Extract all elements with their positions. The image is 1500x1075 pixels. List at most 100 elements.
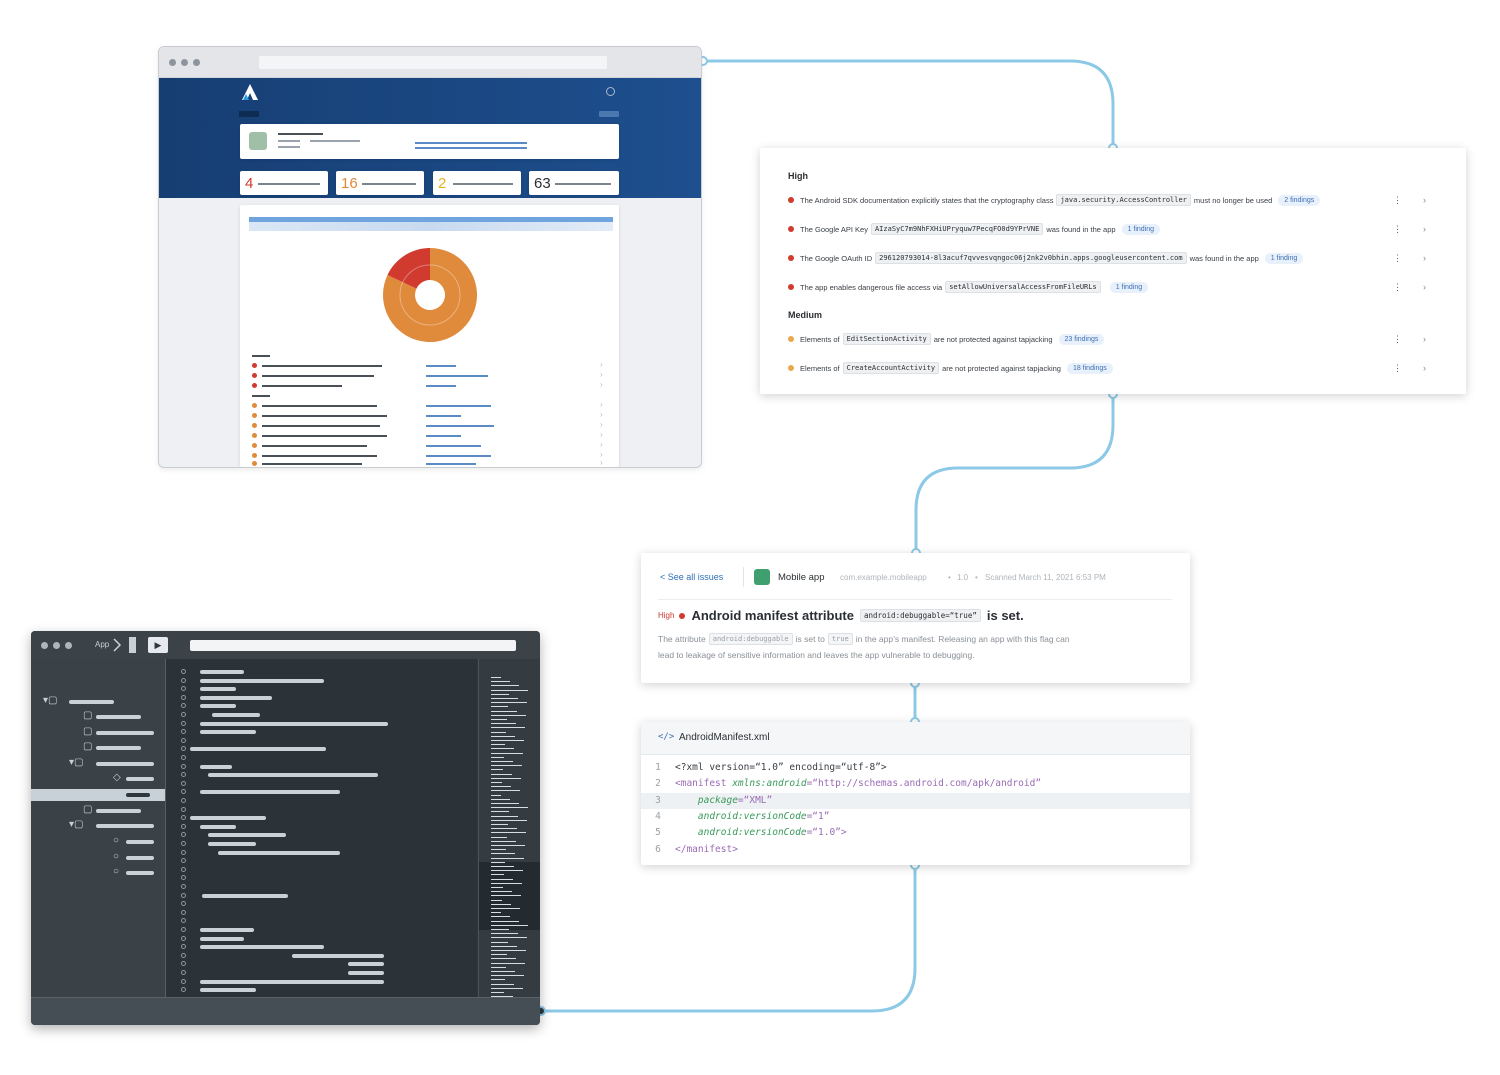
add-button[interactable] bbox=[599, 111, 619, 117]
findings-badge[interactable]: 1 finding bbox=[1121, 223, 1161, 235]
tree-item-selected[interactable] bbox=[31, 789, 165, 801]
stat-card-info[interactable]: 63 bbox=[529, 171, 619, 195]
code-line[interactable]: 6</manifest> bbox=[641, 842, 1190, 858]
tree-item[interactable] bbox=[69, 700, 114, 704]
tree-item-icon[interactable]: ▢ bbox=[83, 804, 93, 815]
see-all-issues-link[interactable]: < See all issues bbox=[660, 572, 724, 582]
window-dot-icon[interactable] bbox=[169, 59, 176, 66]
window-dot-icon[interactable] bbox=[193, 59, 200, 66]
code-editor[interactable] bbox=[166, 659, 477, 997]
tree-item-icon[interactable]: ▾▢ bbox=[43, 695, 58, 706]
more-options-icon[interactable]: ⋮ bbox=[1393, 252, 1402, 263]
code-line[interactable]: 5 android:versionCode=“1.0”> bbox=[641, 825, 1190, 841]
breadcrumb[interactable]: App bbox=[95, 640, 110, 649]
tree-item-icon[interactable]: ▢ bbox=[83, 741, 93, 752]
tree-item-icon[interactable]: ○ bbox=[113, 835, 120, 846]
tree-item[interactable] bbox=[96, 746, 141, 750]
tree-item-icon[interactable]: ◇ bbox=[113, 772, 121, 783]
line-number: 6 bbox=[655, 843, 661, 855]
code-line[interactable]: 1<?xml version=“1.0” encoding=“utf-8”> bbox=[641, 760, 1190, 776]
chevron-right-icon[interactable]: › bbox=[1423, 282, 1426, 292]
tree-item[interactable] bbox=[126, 856, 154, 860]
settings-icon[interactable] bbox=[606, 87, 615, 96]
chevron-right-icon[interactable]: › bbox=[1423, 224, 1426, 234]
app-name: Mobile app bbox=[778, 572, 825, 583]
tree-item[interactable] bbox=[96, 824, 154, 828]
ide-window: App ▶ ▾▢ ▢ ▢ ▢ ▾▢ ◇ ▢ ▾▢ ○ ○ ○ bbox=[31, 631, 540, 1025]
tree-item-icon[interactable]: ○ bbox=[113, 851, 120, 862]
file-name[interactable]: AndroidManifest.xml bbox=[679, 732, 770, 743]
ide-search-bar[interactable] bbox=[190, 640, 516, 651]
window-dot-icon[interactable] bbox=[41, 642, 48, 649]
stat-card-low[interactable]: 2 bbox=[433, 171, 521, 195]
more-options-icon[interactable]: ⋮ bbox=[1393, 281, 1402, 292]
findings-badge[interactable]: 18 findings bbox=[1066, 362, 1113, 374]
minimap[interactable] bbox=[478, 659, 540, 1010]
window-dot-icon[interactable] bbox=[65, 642, 72, 649]
more-options-icon[interactable]: ⋮ bbox=[1393, 333, 1402, 344]
stat-card-high[interactable]: 4 bbox=[240, 171, 328, 195]
app-avatar bbox=[249, 132, 267, 150]
tree-item-icon[interactable]: ○ bbox=[113, 866, 120, 877]
tree-item[interactable] bbox=[126, 871, 154, 875]
device-selector[interactable] bbox=[129, 637, 136, 653]
donut-slice-medium bbox=[383, 248, 477, 342]
window-dot-icon[interactable] bbox=[53, 642, 60, 649]
issue-code: CreateAccountActivity bbox=[842, 362, 940, 374]
window-dot-icon[interactable] bbox=[181, 59, 188, 66]
tree-item-icon[interactable]: ▢ bbox=[83, 710, 93, 721]
chevron-right-icon[interactable]: › bbox=[1423, 363, 1426, 373]
code-line[interactable]: 4 android:versionCode=“1” bbox=[641, 809, 1190, 825]
tree-item[interactable] bbox=[96, 715, 141, 719]
run-button[interactable]: ▶ bbox=[148, 637, 168, 653]
tree-item[interactable] bbox=[126, 777, 154, 781]
address-bar[interactable] bbox=[259, 56, 607, 69]
chevron-right-icon bbox=[113, 638, 122, 652]
chevron-right-icon[interactable]: › bbox=[1423, 253, 1426, 263]
issue-detail-panel: < See all issues Mobile app com.example.… bbox=[641, 553, 1190, 683]
tree-item-icon[interactable]: ▾▢ bbox=[69, 819, 84, 830]
app-summary-card[interactable] bbox=[240, 124, 619, 159]
ide-status-bar bbox=[31, 997, 540, 1025]
nav-tab[interactable] bbox=[239, 111, 259, 117]
chevron-right-icon[interactable]: › bbox=[1423, 195, 1426, 205]
severity-dot-icon bbox=[788, 255, 794, 261]
tree-item[interactable] bbox=[96, 809, 141, 813]
code-line[interactable]: 3 package=“XML” bbox=[641, 792, 1190, 809]
stat-card-medium[interactable]: 16 bbox=[336, 171, 424, 195]
app-logo-icon bbox=[242, 84, 258, 100]
severity-dot-icon bbox=[788, 284, 794, 290]
tree-item[interactable] bbox=[126, 840, 154, 844]
chevron-right-icon[interactable]: › bbox=[1423, 334, 1426, 344]
more-options-icon[interactable]: ⋮ bbox=[1393, 362, 1402, 373]
line-number: 1 bbox=[655, 762, 661, 773]
browser-chrome bbox=[159, 47, 701, 78]
app-package: com.example.mobileapp bbox=[840, 573, 927, 582]
issues-overview-card: ›››››››››› bbox=[240, 205, 619, 467]
dashboard-window: 4 16 2 63 ›››››››››› bbox=[158, 46, 702, 468]
donut-slice-high bbox=[387, 248, 430, 289]
more-options-icon[interactable]: ⋮ bbox=[1393, 194, 1402, 205]
findings-badge[interactable]: 1 finding bbox=[1109, 281, 1149, 293]
issue-code: EditSectionActivity bbox=[842, 333, 931, 345]
issue-row[interactable]: The Android SDK documentation explicitly… bbox=[788, 192, 1448, 208]
code-line[interactable]: 2<manifest xmlns:android=“http://schemas… bbox=[641, 776, 1190, 792]
section-heading-high: High bbox=[788, 171, 808, 181]
findings-badge[interactable]: 1 finding bbox=[1264, 252, 1304, 264]
tree-item[interactable] bbox=[96, 731, 154, 735]
code-view: 1<?xml version=“1.0” encoding=“utf-8”>2<… bbox=[641, 760, 1190, 860]
findings-badge[interactable]: 23 findings bbox=[1058, 333, 1105, 345]
section-heading-medium: Medium bbox=[788, 310, 823, 320]
severity-dot-icon bbox=[679, 612, 686, 619]
tree-item-icon[interactable]: ▾▢ bbox=[69, 757, 84, 768]
findings-badge[interactable]: 2 findings bbox=[1278, 194, 1321, 206]
more-options-icon[interactable]: ⋮ bbox=[1393, 223, 1402, 234]
tree-item[interactable] bbox=[96, 762, 154, 766]
issue-row[interactable]: The app enables dangerous file access vi… bbox=[788, 279, 1448, 295]
tree-item-icon[interactable]: ▢ bbox=[83, 726, 93, 737]
